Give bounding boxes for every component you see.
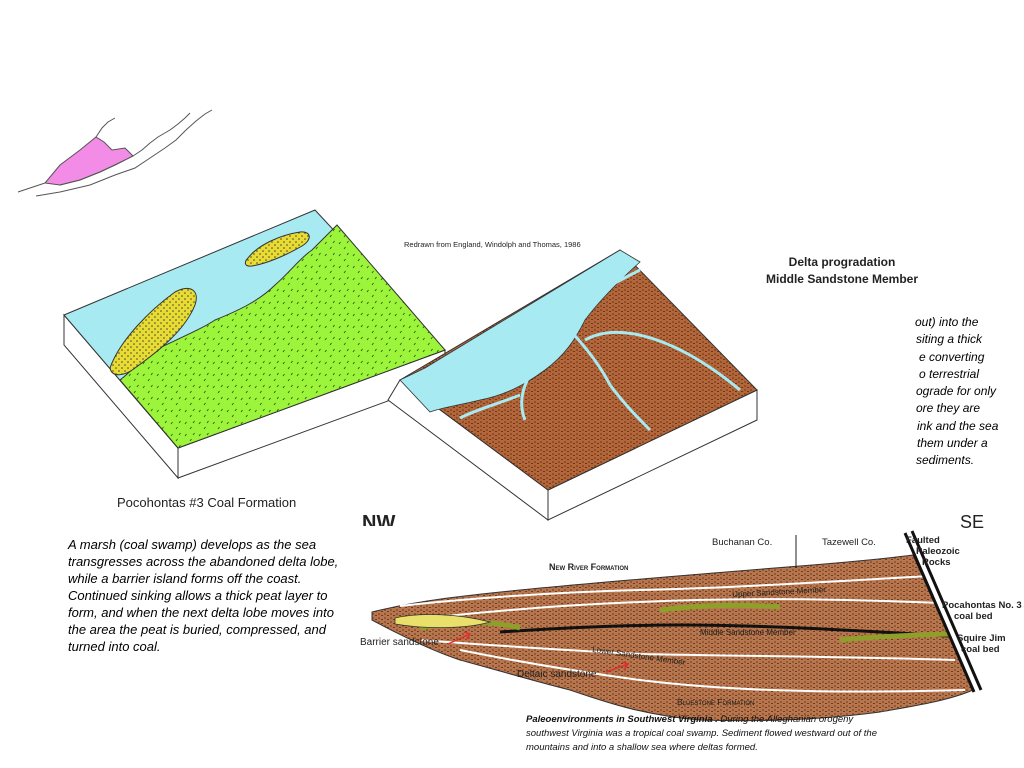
bluestone-label: Bluestone Formation [677,697,755,707]
fragment-line: them under a [917,436,988,451]
cross-section-body [371,554,974,722]
fragment-line: o terrestrial [919,366,980,381]
left-block-barrier-island-2 [244,231,310,267]
right-block-top [399,249,758,491]
barrier-sandstone-label: Barrier sandstone [360,637,439,648]
right-text-fragments: out) into the siting a thick e convertin… [900,314,1024,470]
pocahontas-label: Pocahontas No. 3 coal bed [942,600,1022,622]
new-river-label: New River Formation [549,562,629,572]
buchanan-label: Buchanan Co. [712,537,773,548]
cross-section-caption: Paleoenvironments in Southwest Virginia … [526,713,886,755]
pocahontas-line1: Pocahontas No. 3 [942,600,1022,611]
middle-bed-line [419,639,956,661]
squire-jim-line1: Squire Jim [957,633,1006,644]
right-block-right-face [547,389,758,521]
map-outline-north [95,117,116,138]
left-block-right-face [177,349,446,479]
map-outline-west [17,112,191,193]
deltaic-arrow [605,661,630,673]
right-block-sea [399,249,641,413]
faulted-label: Faulted Paleozoic Rocks [906,535,960,568]
pocahontas-line2: coal bed [954,611,993,622]
cross-section-se: SE [960,512,985,532]
faulted-line2: Paleozoic [916,546,960,557]
squire-jim-line2: coal bed [961,644,1000,655]
lower-sandstone-label: Lower Sandstone Member [591,645,686,667]
fragment-line: ink and the sea [917,418,999,433]
pocahontas-bed-line [409,598,941,621]
squire-jim-label: Squire Jim coal bed [957,633,1006,655]
upper-bed-line [399,575,931,607]
right-block-title: Delta progradation Middle Sandstone Memb… [762,254,922,288]
deltaic-sandstone-label: Deltaic sandstone [517,669,597,680]
left-block-barrier-island-1 [109,288,197,376]
caption-title: Paleoenvironments in Southwest Virginia … [526,714,718,725]
left-caption: A marsh (coal swamp) develops as the sea… [68,537,339,654]
fragment-line: e converting [919,349,985,364]
fragment-line: ore they are [916,401,981,416]
caption-body: During the Alleghanian orogeny southwest… [526,714,877,753]
cross-section-nw: NW [362,512,396,526]
faulted-line3: Rocks [922,557,951,568]
middle-sandstone-label: Middle Sandstone Member [700,628,796,637]
tazewell-label: Tazewell Co. [822,537,876,548]
left-block-front-face [63,313,179,480]
left-block-sea [63,209,446,449]
left-block-title: Pocohontas #3 Coal Formation [117,495,297,510]
right-block-title-line2: Middle Sandstone Member [765,272,919,286]
fragment-line: ograde for only [916,384,997,399]
barrier-lens [394,614,492,629]
map-outline-east [35,109,213,197]
right-block-channels [459,268,741,432]
right-block-credit: Redrawn from England, Windolph and Thoma… [404,240,581,249]
fragment-line: sediments. [916,453,975,468]
fragment-line: siting a thick [916,332,983,347]
faulted-line1: Faulted [906,535,940,546]
upper-sandstone-label: Upper Sandstone Member [732,585,827,599]
fragment-line: out) into the [915,315,979,329]
right-block-front-face [387,379,549,521]
left-block-marsh [119,224,446,449]
barrier-arrow [447,631,472,645]
green-beds [419,602,949,643]
right-block-title-line1: Delta progradation [788,255,896,269]
map-highlight-region [44,136,134,186]
